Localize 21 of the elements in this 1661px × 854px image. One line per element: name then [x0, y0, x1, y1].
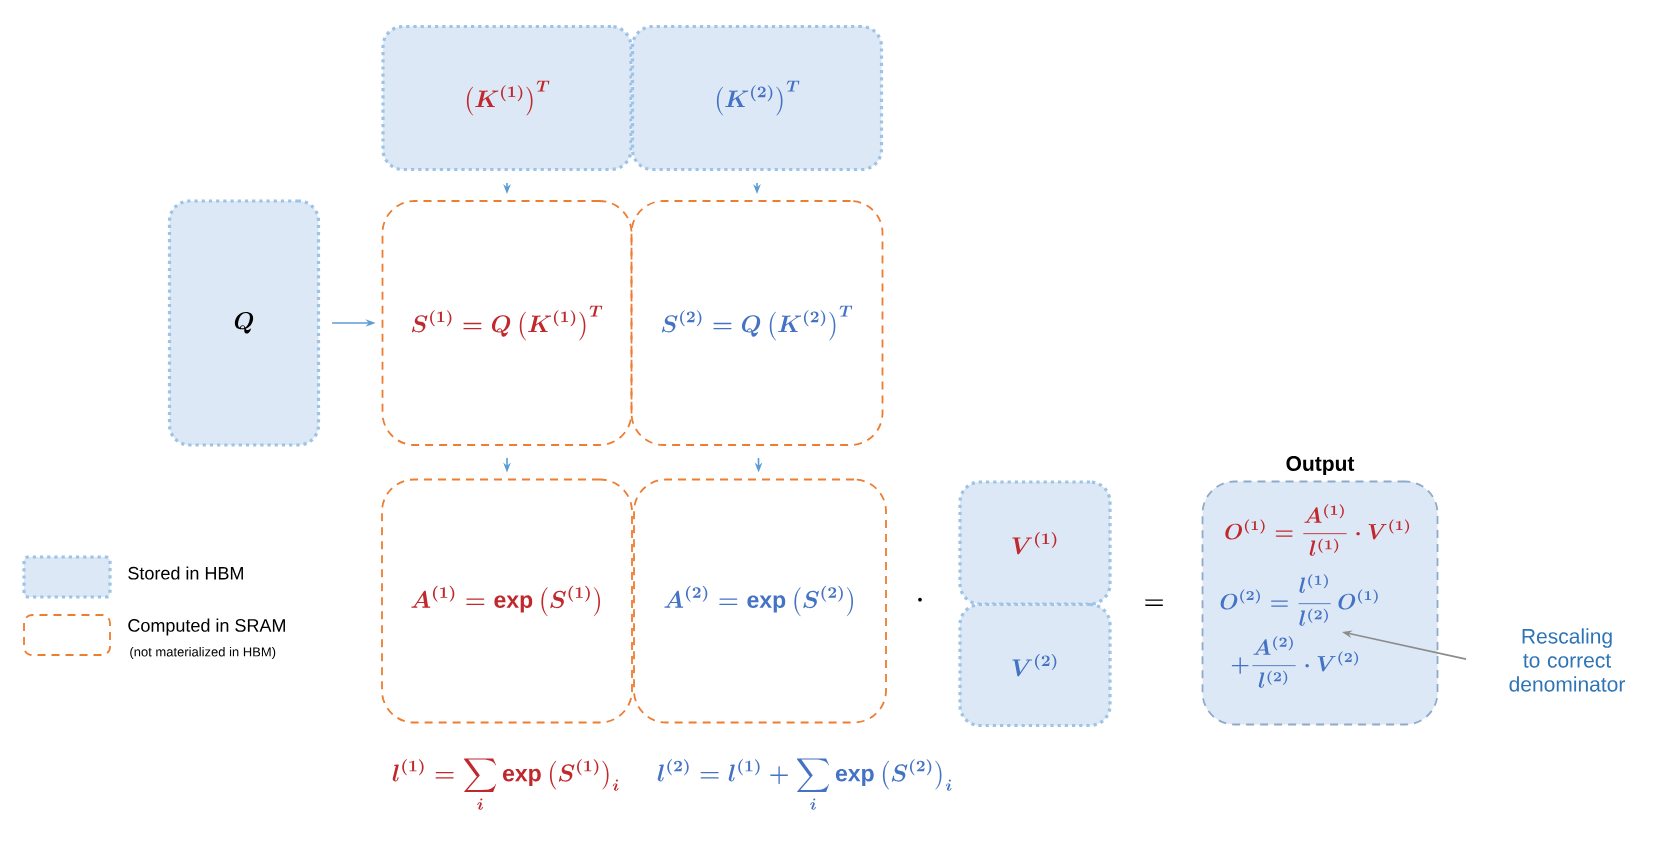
- formula: $+ \frac{A^{(2)}}{l^{(2)}} \cdot V^{(2)}$: [1231, 636, 1359, 688]
- box-heading: Output: [1286, 456, 1355, 476]
- sram-block: $A^{(2)} = \exp\left(S^{(2)}\right)$: [633, 478, 887, 724]
- sram-block: $S^{(2)} = Q\left(K^{(2)}\right)^{T}$: [630, 200, 884, 446]
- legend-text: Stored in HBM: [128, 566, 243, 580]
- formula: $=$: [1145, 599, 1163, 606]
- hbm-block: $\left(K^{(2)}\right)^{T}$: [630, 24, 884, 172]
- legend-text: Computed in SRAM: [128, 618, 285, 636]
- formula: $l^{(1)} = \sum_{i} \exp\left(S^{(1)}\right)_{i}$: [392, 758, 619, 810]
- annotation-text: Rescaling to correct denominator: [1509, 628, 1625, 692]
- formula: $O^{(1)} = \frac{A^{(1)}}{l^{(1)}} \cdot V^{(1)}$: [1225, 504, 1410, 556]
- hbm-block: $V^{(2)}$: [958, 602, 1112, 728]
- hbm-block: $V^{(1)}$: [958, 480, 1112, 606]
- sram-block: $S^{(1)} = Q\left(K^{(1)}\right)^{T}$: [381, 200, 633, 446]
- hbm-block: $Q$: [167, 199, 321, 447]
- formula: $l^{(2)} = l^{(1)} + \sum_{i} \exp\left(S^{(2)}\right)_{i}$: [657, 758, 952, 810]
- hbm-block: $\left(K^{(1)}\right)^{T}$: [381, 24, 633, 172]
- sram-block: $A^{(1)} = \exp\left(S^{(1)}\right)$: [381, 478, 633, 724]
- formula: $\cdot$: [918, 597, 922, 602]
- legend-note: (not materialized in HBM): [130, 646, 276, 660]
- formula: $O^{(2)} = \frac{l^{(1)}}{l^{(2)}}\,O^{(1)}$: [1220, 574, 1378, 626]
